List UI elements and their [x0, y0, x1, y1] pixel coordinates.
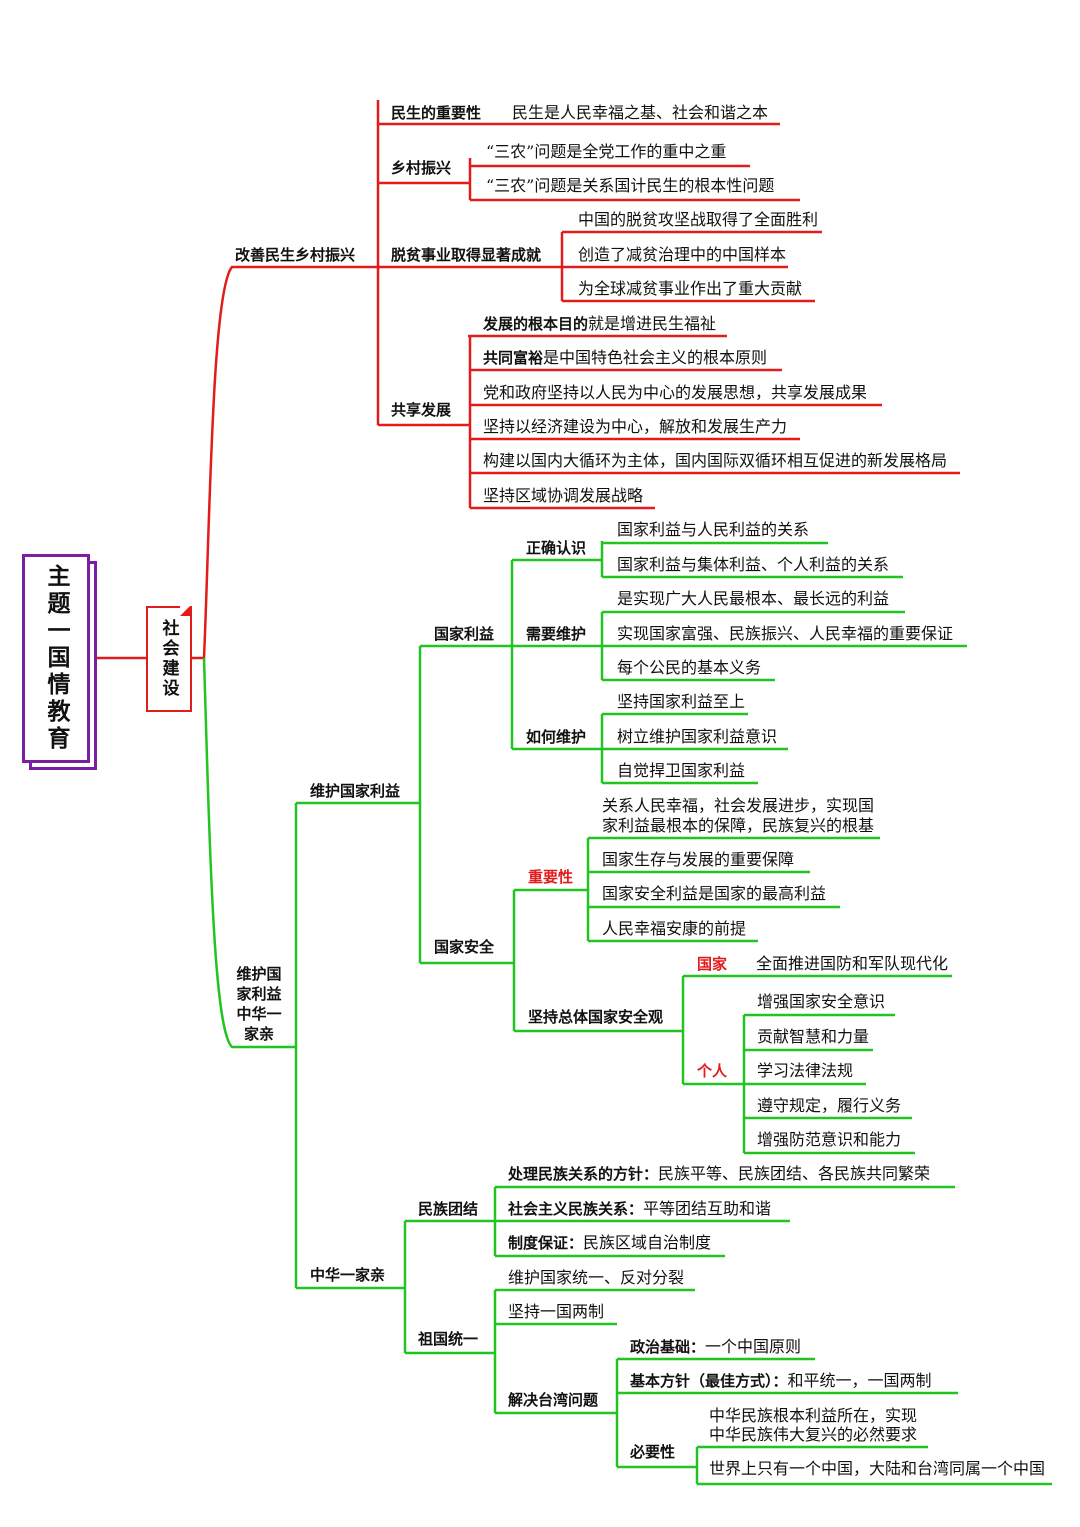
node-one-family: 中华一家亲	[310, 1266, 386, 1284]
leaf-understanding-2: 国家利益与集体利益、个人利益的关系	[617, 555, 890, 574]
leaf-importance-3: 国家安全利益是国家的最高利益	[602, 884, 827, 903]
leaf-shared-2: 共同富裕是中国特色社会主义的根本原则	[483, 348, 767, 368]
leaf-how-2: 树立维护国家利益意识	[617, 727, 778, 746]
leaf-poverty-1: 中国的脱贫攻坚战取得了全面胜利	[578, 210, 819, 229]
node-national-security: 国家安全	[434, 938, 495, 956]
node-national-interest-unity: 维护国家利益中华一家亲	[236, 965, 282, 1043]
section1-curve	[190, 265, 378, 660]
leaf-ethnic-1: 处理民族关系的方针：民族平等、民族团结、各民族共同繁荣	[508, 1164, 930, 1184]
leaf-ethnic-2-text: 平等团结互助和谐	[643, 1199, 772, 1218]
leaf-individual-3: 学习法律法规	[757, 1061, 854, 1080]
branch-box-fold	[180, 606, 190, 616]
leaf-ethnic-1-bold: 处理民族关系的方针：	[508, 1165, 659, 1183]
leaf-ethnic-1-text: 民族平等、民族团结、各民族共同繁荣	[658, 1164, 931, 1183]
leaf-poverty-3: 为全球减贫事业作出了重大贡献	[578, 279, 803, 298]
leaf-poverty-2: 创造了减贫治理中的中国样本	[578, 245, 787, 264]
leaf-importance-1b: 家利益最根本的保障，民族复兴的根基	[602, 816, 875, 835]
node-ethnic-unity: 民族团结	[418, 1200, 479, 1218]
leaf-shared-2-bold: 共同富裕	[483, 349, 544, 367]
node-improve-livelihood: 改善民生乡村振兴	[235, 246, 356, 264]
leaf-individual-2: 贡献智慧和力量	[757, 1027, 870, 1046]
leaf-reunification-1: 维护国家统一、反对分裂	[508, 1268, 685, 1287]
node-state: 国家	[697, 955, 728, 973]
node-shared-development: 共享发展	[391, 401, 452, 419]
leaf-rural-2: “三农”问题是关系国计民生的根本性问题	[486, 176, 775, 195]
leaf-taiwan-1-text: 一个中国原则	[705, 1337, 802, 1356]
leaf-need-1: 是实现广大人民最根本、最长远的利益	[617, 589, 890, 608]
leaf-shared-2-text: 是中国特色社会主义的根本原则	[543, 348, 768, 367]
node-individual: 个人	[697, 1062, 728, 1080]
node-livelihood-importance: 民生的重要性	[391, 104, 482, 122]
leaf-individual-4: 遵守规定，履行义务	[757, 1096, 902, 1115]
leaf-ethnic-2-bold: 社会主义民族关系：	[508, 1200, 644, 1218]
leaf-taiwan-1-bold: 政治基础：	[630, 1338, 706, 1356]
leaf-necessity-2: 世界上只有一个中国，大陆和台湾同属一个中国	[709, 1459, 1046, 1478]
node-taiwan-question: 解决台湾问题	[508, 1391, 599, 1409]
node-correct-understanding: 正确认识	[526, 539, 587, 557]
leaf-need-2: 实现国家富强、民族振兴、人民幸福的重要保证	[617, 624, 954, 643]
leaf-state-1: 全面推进国防和军队现代化	[756, 954, 949, 973]
node-necessity: 必要性	[630, 1443, 676, 1461]
leaf-necessity-1a: 中华民族根本利益所在，实现	[709, 1406, 918, 1425]
leaf-individual-5: 增强防范意识和能力	[757, 1130, 902, 1149]
leaf-shared-4: 坚持以经济建设为中心，解放和发展生产力	[483, 417, 788, 436]
leaf-taiwan-2-text: 和平统一，一国两制	[787, 1371, 932, 1390]
leaf-taiwan-2-bold: 基本方针（最佳方式）：	[630, 1372, 788, 1390]
leaf-how-1: 坚持国家利益至上	[617, 692, 746, 711]
leaf-necessity-1b: 中华民族伟大复兴的必然要求	[709, 1425, 918, 1444]
root-title: 主题一国情教育	[43, 564, 69, 753]
node-holistic-security: 坚持总体国家安全观	[528, 1008, 664, 1026]
leaf-reunification-2: 坚持一国两制	[508, 1302, 605, 1321]
node-how-safeguard: 如何维护	[526, 728, 587, 746]
leaf-shared-1-text: 就是增进民生福祉	[588, 314, 717, 333]
node-poverty-alleviation: 脱贫事业取得显著成就	[391, 246, 542, 264]
leaf-shared-1: 发展的根本目的就是增进民生福祉	[483, 314, 716, 334]
leaf-livelihood-importance-1: 民生是人民幸福之基、社会和谐之本	[512, 103, 769, 122]
leaf-taiwan-2: 基本方针（最佳方式）：和平统一，一国两制	[630, 1371, 932, 1391]
leaf-ethnic-2: 社会主义民族关系：平等团结互助和谐	[508, 1199, 771, 1219]
section2-curve	[202, 657, 296, 1049]
node-need-safeguard: 需要维护	[526, 625, 587, 643]
branch-box: 社会建设	[146, 606, 192, 712]
branch-title: 社会建设	[158, 619, 179, 699]
node-safeguard-national-interest: 维护国家利益	[310, 782, 401, 800]
leaf-taiwan-1: 政治基础：一个中国原则	[630, 1337, 801, 1357]
leaf-shared-3: 党和政府坚持以人民为中心的发展思想，共享发展成果	[483, 383, 868, 402]
leaf-shared-1-bold: 发展的根本目的	[483, 315, 589, 333]
leaf-how-3: 自觉捍卫国家利益	[617, 761, 746, 780]
node-national-interest: 国家利益	[434, 625, 495, 643]
node-security-importance: 重要性	[528, 868, 574, 886]
leaf-importance-4: 人民幸福安康的前提	[602, 919, 747, 938]
leaf-shared-5: 构建以国内大循环为主体，国内国际双循环相互促进的新发展格局	[483, 451, 948, 470]
node-reunification: 祖国统一	[418, 1330, 479, 1348]
node-rural-revitalization: 乡村振兴	[391, 159, 452, 177]
leaf-shared-6: 坚持区域协调发展战略	[483, 486, 644, 505]
root-box: 主题一国情教育	[22, 554, 90, 763]
leaf-ethnic-3-bold: 制度保证：	[508, 1234, 584, 1252]
leaf-rural-1: “三农”问题是全党工作的重中之重	[486, 142, 727, 161]
leaf-ethnic-3-text: 民族区域自治制度	[583, 1233, 712, 1252]
leaf-importance-1a: 关系人民幸福，社会发展进步，实现国	[602, 796, 875, 815]
leaf-understanding-1: 国家利益与人民利益的关系	[617, 520, 810, 539]
leaf-individual-1: 增强国家安全意识	[757, 992, 886, 1011]
leaf-ethnic-3: 制度保证：民族区域自治制度	[508, 1233, 711, 1253]
leaf-need-3: 每个公民的基本义务	[617, 658, 762, 677]
leaf-importance-2: 国家生存与发展的重要保障	[602, 850, 795, 869]
